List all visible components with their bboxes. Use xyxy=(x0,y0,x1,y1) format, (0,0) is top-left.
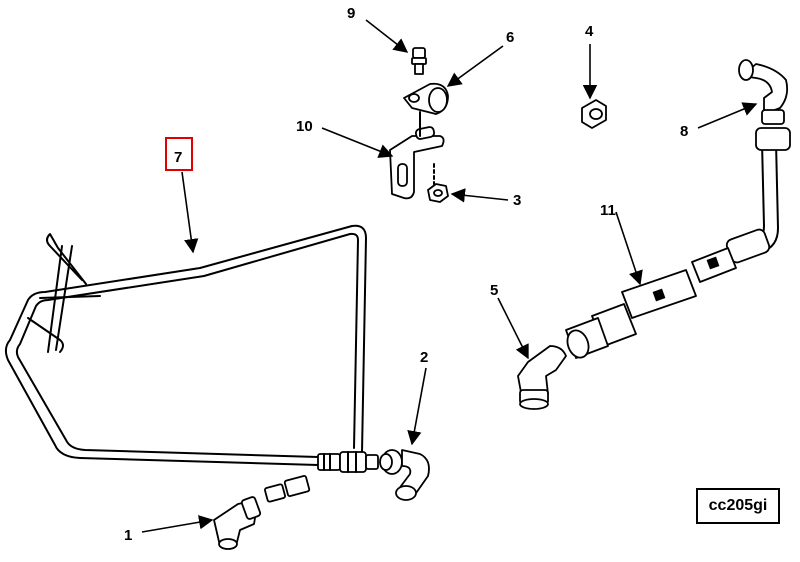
leader-2 xyxy=(407,367,427,446)
leader-5 xyxy=(497,297,529,360)
callout-2: 2 xyxy=(420,349,428,366)
callout-4: 4 xyxy=(585,23,594,40)
callout-11: 11 xyxy=(600,202,616,219)
part-6-clamp xyxy=(403,82,449,115)
part-8-elbow xyxy=(738,59,789,125)
part-9-bolt xyxy=(411,47,427,75)
callout-6: 6 xyxy=(506,29,514,46)
callout-5: 5 xyxy=(490,282,498,299)
callout-8: 8 xyxy=(680,123,688,140)
leader-7 xyxy=(181,171,199,254)
part-3-nut xyxy=(427,163,449,203)
part-7-highlight-box xyxy=(165,137,193,171)
part-11-hose xyxy=(565,127,791,359)
part-4-plug xyxy=(581,99,607,129)
part-1-elbow xyxy=(213,474,311,550)
callout-1: 1 xyxy=(124,527,132,544)
callout-labels: 7 9 6 10 3 4 8 11 5 2 1 xyxy=(124,5,688,544)
figure-reference-label: cc205gi xyxy=(696,488,780,524)
leader-9 xyxy=(365,19,409,53)
callout-7: 7 xyxy=(174,149,182,166)
leader-11 xyxy=(615,211,643,286)
leader-3 xyxy=(450,188,509,203)
part-7-tube xyxy=(4,224,379,473)
part-10-bracket xyxy=(389,111,445,200)
leader-10 xyxy=(321,127,394,158)
callout-9: 9 xyxy=(347,5,355,22)
part-5-elbow xyxy=(517,345,567,410)
leader-8 xyxy=(697,102,758,129)
callout-10: 10 xyxy=(296,118,313,135)
leader-6 xyxy=(446,45,504,87)
callout-3: 3 xyxy=(513,192,521,209)
leader-1 xyxy=(141,515,214,533)
leader-lines xyxy=(141,19,758,533)
part-2-elbow xyxy=(379,449,430,501)
